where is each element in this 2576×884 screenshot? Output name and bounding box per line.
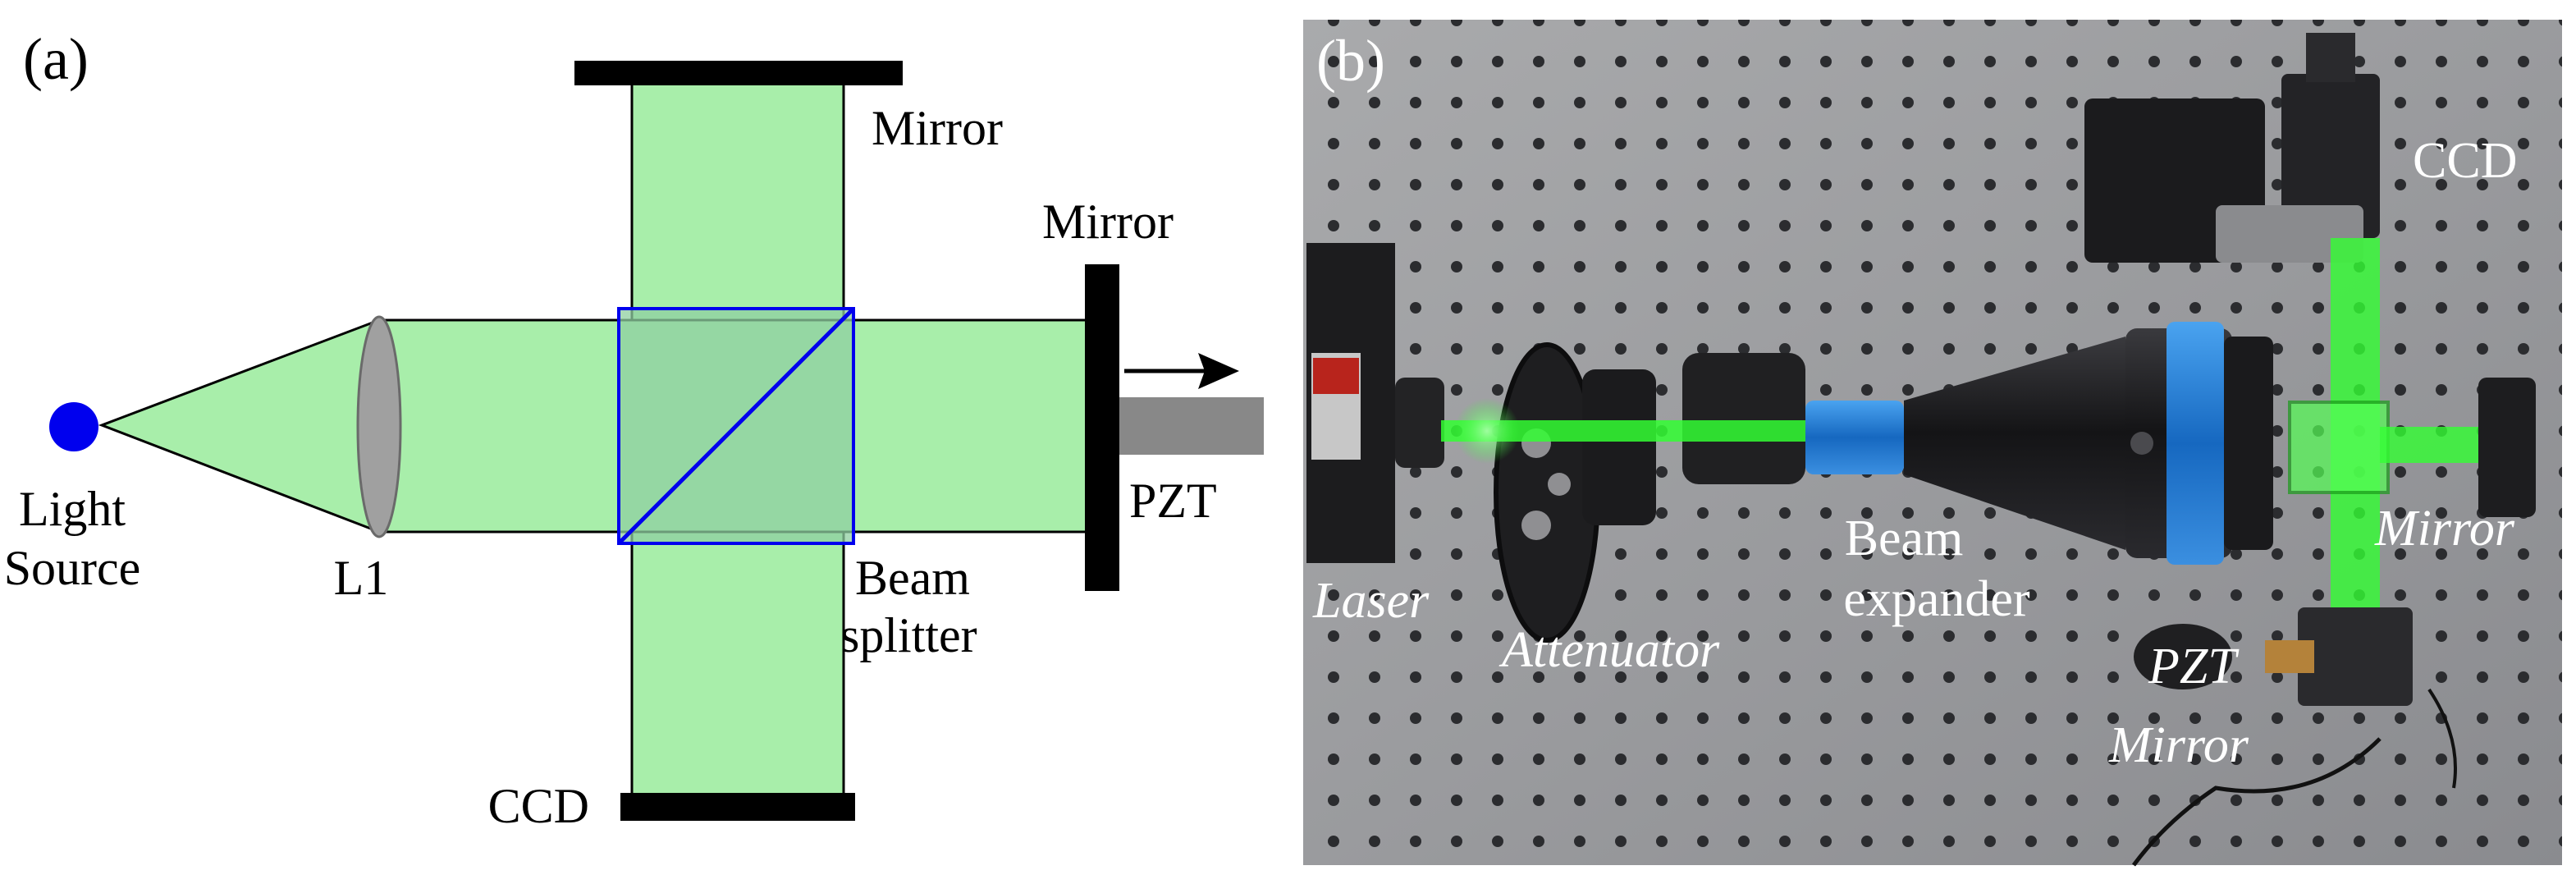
mirror-top	[574, 61, 903, 85]
label-mirror-right: Mirror	[1042, 195, 1174, 249]
label-light: Light	[19, 482, 126, 536]
photo-label-attenuator: Attenuator	[1498, 622, 1720, 678]
photo-label-mirror: Mirror	[2374, 501, 2515, 557]
photo-mirror-right	[2478, 378, 2536, 517]
beam-splitter-diagonal	[617, 307, 855, 545]
label-mirror-top: Mirror	[872, 101, 1003, 155]
panel-a-schematic: (a) Light Source L1 Mirror Mirror PZT Be…	[4, 26, 1264, 833]
pzt-cable	[2131, 737, 2382, 867]
diverging-cone	[98, 318, 381, 534]
label-ccd: CCD	[488, 779, 589, 833]
label-pzt: PZT	[1129, 474, 1217, 528]
photo-beam-splitter	[2288, 401, 2390, 494]
laser-unit	[1306, 243, 1444, 563]
attenuator-unit	[1494, 342, 1805, 643]
ccd-detector	[620, 793, 855, 821]
label-splitter: splitter	[840, 608, 977, 662]
panel-b-photo: (b) Laser Attenuator Beam expander CCD M…	[1303, 20, 2562, 867]
mirror-right	[1085, 264, 1119, 591]
pzt-rod	[1119, 397, 1264, 455]
photo-label-ccd: CCD	[2413, 133, 2517, 189]
photo-label-expander: expander	[1843, 571, 2030, 627]
photo-label-laser: Laser	[1312, 573, 1430, 629]
photo-label-pzt: PZT	[2148, 639, 2240, 694]
arrow-right-icon	[1198, 353, 1239, 389]
panel-b-label: (b)	[1316, 28, 1385, 94]
label-source: Source	[4, 541, 141, 595]
pzt-mirror-unit	[2134, 607, 2413, 706]
ccd-camera-unit	[2084, 33, 2380, 263]
photo-label-beam: Beam	[1845, 511, 1964, 566]
lens-l1-icon	[356, 315, 402, 538]
label-beam: Beam	[855, 551, 970, 605]
beam-expander-unit	[1805, 322, 2273, 565]
light-source-icon	[49, 402, 98, 451]
panel-a-label: (a)	[23, 26, 89, 92]
label-l1: L1	[334, 551, 389, 605]
photo-label-pzt-mirror: Mirror	[2108, 717, 2249, 773]
